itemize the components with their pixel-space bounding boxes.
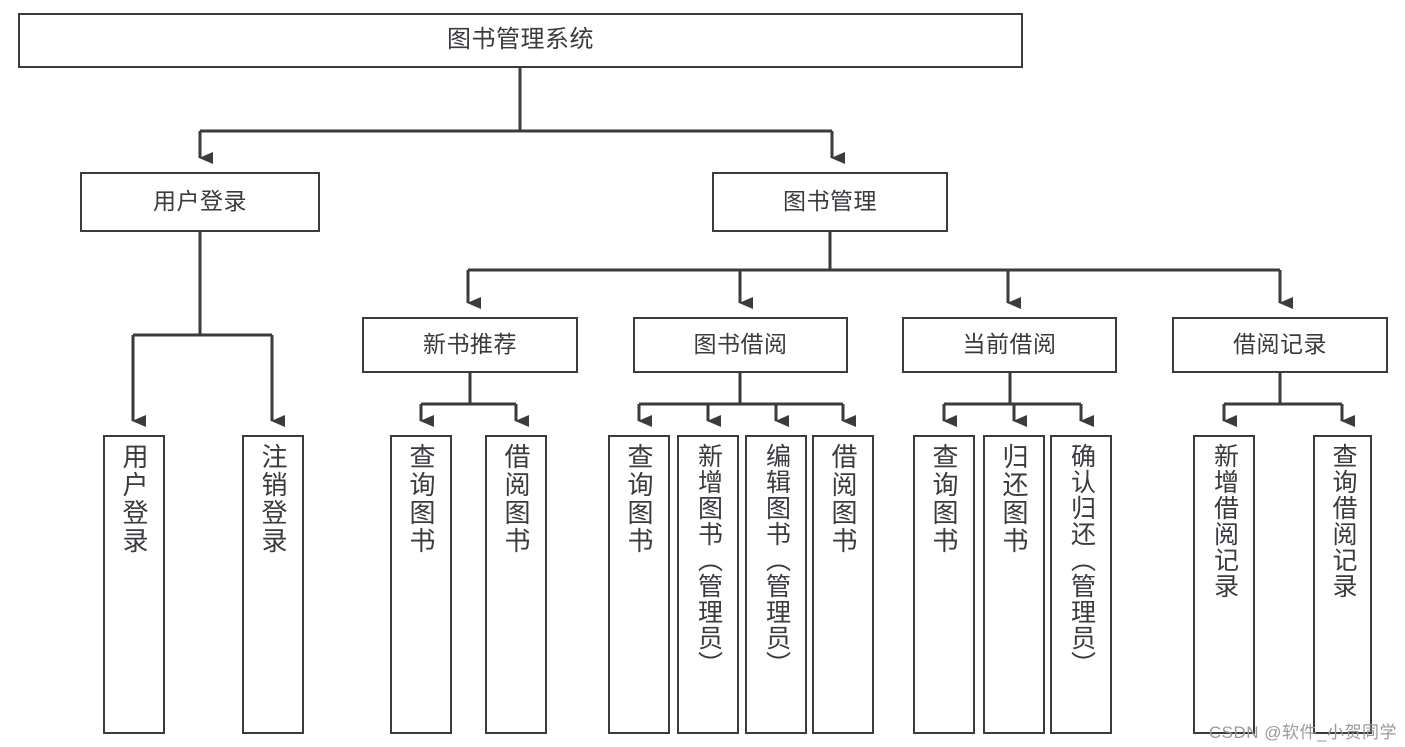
node-leaf-8[interactable]: 查询图书 bbox=[913, 435, 975, 734]
node-level3-1[interactable]: 图书借阅 bbox=[633, 317, 848, 373]
watermark: CSDN @软件_小贺同学 bbox=[1208, 723, 1397, 742]
node-label: 图书管理 bbox=[783, 188, 877, 215]
node-leaf-10[interactable]: 确认归还（管理员） bbox=[1050, 435, 1112, 734]
node-label: 归还图书 bbox=[999, 443, 1029, 555]
node-level2-1[interactable]: 图书管理 bbox=[712, 172, 948, 232]
node-level2-0[interactable]: 用户登录 bbox=[80, 172, 320, 232]
node-label: 确认归还（管理员） bbox=[1067, 443, 1096, 677]
node-label: 借阅记录 bbox=[1233, 331, 1327, 358]
node-level3-0[interactable]: 新书推荐 bbox=[362, 317, 578, 373]
node-label: 新增借阅记录 bbox=[1210, 443, 1239, 599]
node-leaf-0[interactable]: 用户登录 bbox=[103, 435, 165, 734]
node-level3-2[interactable]: 当前借阅 bbox=[902, 317, 1117, 373]
node-leaf-3[interactable]: 借阅图书 bbox=[485, 435, 547, 734]
node-leaf-9[interactable]: 归还图书 bbox=[983, 435, 1045, 734]
node-leaf-1[interactable]: 注销登录 bbox=[242, 435, 304, 734]
node-label: 新书推荐 bbox=[423, 331, 517, 358]
node-label: 编辑图书（管理员） bbox=[762, 443, 791, 677]
node-label: 借阅图书 bbox=[828, 443, 858, 555]
node-label: 查询借阅记录 bbox=[1329, 443, 1357, 599]
node-leaf-2[interactable]: 查询图书 bbox=[390, 435, 452, 734]
node-label: 借阅图书 bbox=[501, 443, 531, 555]
node-leaf-6[interactable]: 编辑图书（管理员） bbox=[745, 435, 807, 734]
node-leaf-5[interactable]: 新增图书（管理员） bbox=[677, 435, 739, 734]
node-leaf-7[interactable]: 借阅图书 bbox=[812, 435, 874, 734]
node-label: 图书管理系统 bbox=[447, 26, 594, 54]
node-root[interactable]: 图书管理系统 bbox=[18, 13, 1023, 68]
node-label: 查询图书 bbox=[929, 443, 959, 555]
node-level3-3[interactable]: 借阅记录 bbox=[1172, 317, 1388, 373]
node-label: 用户登录 bbox=[119, 443, 149, 555]
node-leaf-11[interactable]: 新增借阅记录 bbox=[1193, 435, 1255, 734]
node-label: 用户登录 bbox=[153, 188, 247, 215]
node-label: 当前借阅 bbox=[962, 331, 1057, 358]
node-leaf-4[interactable]: 查询图书 bbox=[608, 435, 670, 734]
node-label: 新增图书（管理员） bbox=[694, 443, 723, 677]
node-label: 查询图书 bbox=[624, 443, 654, 555]
node-label: 注销登录 bbox=[258, 443, 288, 555]
node-label: 查询图书 bbox=[406, 443, 436, 555]
node-label: 图书借阅 bbox=[693, 331, 788, 358]
node-leaf-12[interactable]: 查询借阅记录 bbox=[1313, 435, 1372, 734]
